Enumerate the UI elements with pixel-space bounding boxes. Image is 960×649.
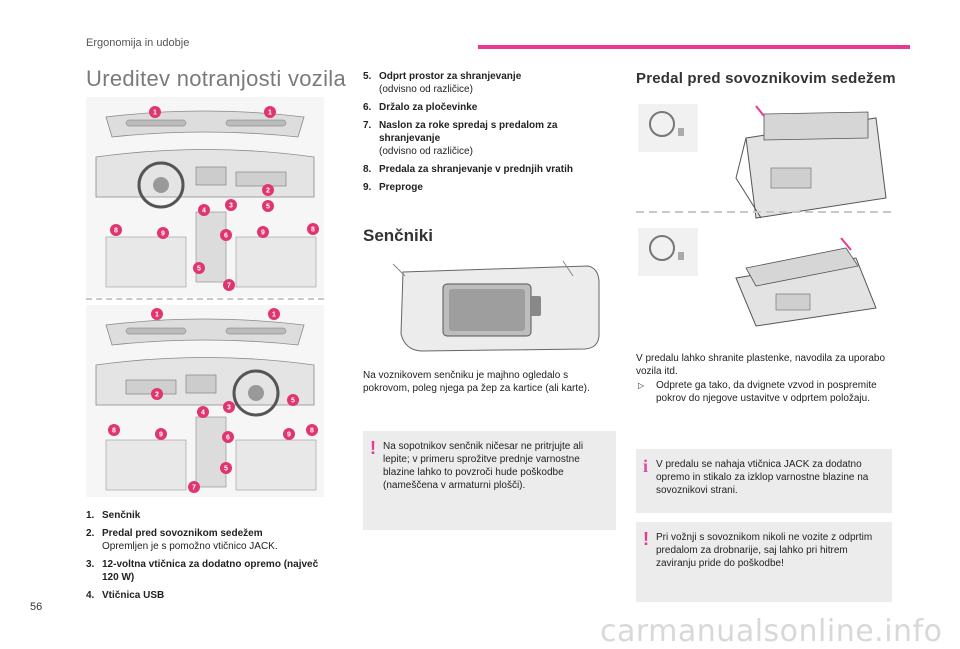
svg-text:5: 5 bbox=[224, 466, 228, 473]
svg-text:1: 1 bbox=[272, 312, 276, 319]
glovebox-info: i V predalu se nahaja vtičnica JACK za d… bbox=[636, 449, 892, 513]
left-legend-list: 1.Senčnik 2.Predal pred sovoznikom sedež… bbox=[86, 509, 336, 607]
list-item: 3.12-voltna vtičnica za dodatno opremo (… bbox=[86, 559, 319, 583]
glovebox-text: V predalu lahko shranite plastenke, navo… bbox=[636, 353, 886, 377]
svg-text:4: 4 bbox=[201, 410, 205, 417]
glovebox-illustration bbox=[636, 98, 892, 328]
arrow-right-icon: ▷ bbox=[638, 381, 645, 390]
svg-text:8: 8 bbox=[114, 228, 118, 235]
svg-text:8: 8 bbox=[112, 428, 116, 435]
svg-text:2: 2 bbox=[266, 188, 270, 195]
illustration-separator bbox=[86, 298, 324, 300]
sun-visor-text: Na voznikovem senčniku je majhno ogledal… bbox=[363, 370, 590, 394]
sun-visor-illustration bbox=[363, 256, 616, 356]
list-item: 6.Držalo za pločevinke bbox=[363, 102, 478, 113]
svg-text:1: 1 bbox=[268, 110, 272, 117]
warning-icon: ! bbox=[643, 529, 649, 549]
svg-text:5: 5 bbox=[291, 398, 295, 405]
svg-text:8: 8 bbox=[311, 227, 315, 234]
sun-visor-title: Senčniki bbox=[363, 226, 433, 245]
svg-text:9: 9 bbox=[261, 230, 265, 237]
list-item: 5.Odprt prostor za shranjevanje(odvisno … bbox=[363, 71, 522, 95]
svg-text:4: 4 bbox=[202, 208, 206, 215]
header-accent-bar bbox=[478, 45, 910, 49]
list-item: 7.Naslon za roke spredaj s predalom za s… bbox=[363, 120, 558, 157]
callout-badges: 1 1 2 3 4 5 6 8 9 9 8 5 7 bbox=[110, 106, 319, 291]
svg-text:6: 6 bbox=[224, 233, 228, 240]
glovebox-warning: ! Pri vožnji s sovoznikom nikoli ne vozi… bbox=[636, 522, 892, 602]
sun-visor-warning: ! Na sopotnikov senčnik ničesar ne pritr… bbox=[363, 431, 616, 530]
middle-legend-list: 5.Odprt prostor za shranjevanje(odvisno … bbox=[363, 70, 618, 199]
svg-text:7: 7 bbox=[227, 283, 231, 290]
warning-icon: ! bbox=[370, 438, 376, 458]
section-header: Ergonomija in udobje bbox=[86, 37, 190, 49]
glovebox-step: ▷ Odprete ga tako, da dvignete vzvod in … bbox=[638, 380, 877, 404]
svg-text:2: 2 bbox=[155, 392, 159, 399]
page-title: Ureditev notranjosti vozila bbox=[86, 66, 346, 91]
list-item: 8.Predala za shranjevanje v prednjih vra… bbox=[363, 164, 573, 175]
svg-text:6: 6 bbox=[226, 435, 230, 442]
interior-illustration-rhd: 1 1 2 3 4 5 6 8 9 9 8 5 7 bbox=[86, 305, 324, 497]
svg-text:1: 1 bbox=[153, 110, 157, 117]
svg-text:5: 5 bbox=[266, 204, 270, 211]
list-item: 1.Senčnik bbox=[86, 510, 141, 521]
svg-text:3: 3 bbox=[229, 203, 233, 210]
svg-text:9: 9 bbox=[287, 432, 291, 439]
svg-text:3: 3 bbox=[227, 405, 231, 412]
svg-text:5: 5 bbox=[197, 266, 201, 273]
watermark: carmanualsonline.info bbox=[600, 614, 943, 649]
svg-text:7: 7 bbox=[192, 485, 196, 492]
info-icon: i bbox=[643, 456, 649, 476]
callout-badges: 1 1 2 3 4 5 6 8 9 9 8 5 7 bbox=[108, 308, 318, 493]
list-item: 4.Vtičnica USB bbox=[86, 590, 165, 601]
svg-text:1: 1 bbox=[155, 312, 159, 319]
svg-text:9: 9 bbox=[159, 432, 163, 439]
svg-text:9: 9 bbox=[161, 231, 165, 238]
glovebox-title: Predal pred sovoznikovim sedežem bbox=[636, 70, 896, 87]
svg-text:8: 8 bbox=[310, 428, 314, 435]
list-item: 9.Preproge bbox=[363, 182, 423, 193]
page-number: 56 bbox=[30, 601, 43, 613]
interior-illustration-lhd: 1 1 2 3 4 5 6 8 9 9 8 5 7 bbox=[86, 97, 324, 297]
